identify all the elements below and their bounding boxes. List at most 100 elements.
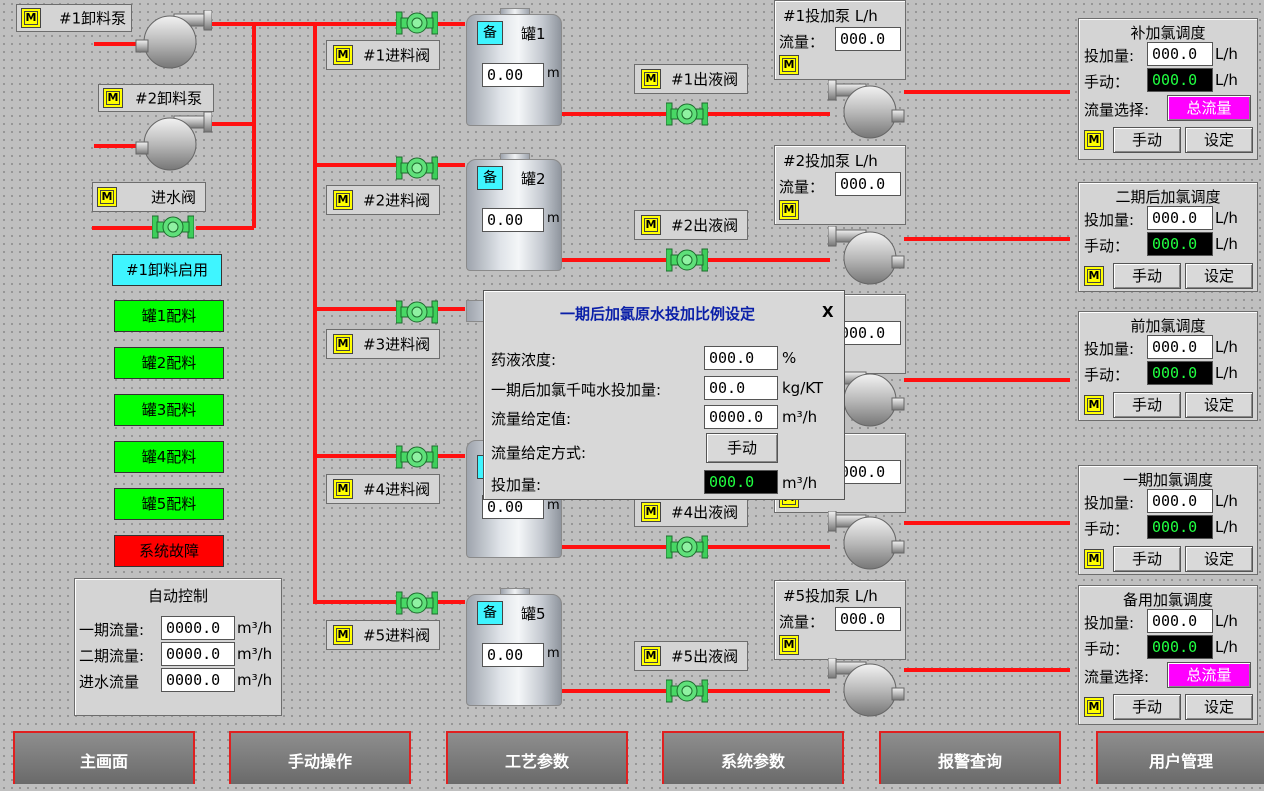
flow-select-button[interactable]: 总流量 [1167,95,1251,121]
manual-mode-indicator[interactable]: M [641,502,661,522]
tank-standby-badge[interactable]: 备 [477,166,503,190]
tank-name: 罐2 [521,170,546,188]
dose-field[interactable]: 000.0 [1147,42,1213,66]
manual-mode-indicator[interactable]: M [333,190,353,210]
dose-pump-title: #5投加泵 L/h [783,587,878,605]
manual-mode-indicator[interactable]: M [641,646,661,666]
phase2-flow-field[interactable]: 0000.0 [161,642,235,666]
manual-mode-indicator[interactable]: M [1084,549,1104,569]
tank-standby-badge[interactable]: 备 [477,21,503,45]
manual-mode-indicator[interactable]: M [333,625,353,645]
manual-mode-indicator[interactable]: M [21,8,41,28]
dose-pump-1-icon[interactable] [828,80,906,140]
dose-field[interactable]: 000.0 [1147,206,1213,230]
dose-label: 投加量: [1084,211,1135,229]
tank-level-field: 0.00 [482,63,544,87]
inlet-valve-1-icon[interactable] [396,10,438,36]
manual-mode-indicator[interactable]: M [641,69,661,89]
dose-label: 投加量: [1084,614,1135,632]
manual-button[interactable]: 手动 [1113,127,1181,153]
nav-system-parameters[interactable]: 系统参数 [662,731,844,784]
dose-pump-2-panel: #2投加泵 L/h 流量： 000.0 M [774,145,906,225]
dose-pump-5-icon[interactable] [828,658,906,718]
outlet-valve-4-icon[interactable] [666,534,708,560]
outlet-valve-2-label: M #2出液阀 [634,210,748,240]
flow-select-button[interactable]: 总流量 [1167,662,1251,688]
outlet-valve-5-icon[interactable] [666,678,708,704]
tank2-batch-button[interactable]: 罐2配料 [114,347,224,379]
set-button[interactable]: 设定 [1185,127,1253,153]
set-button[interactable]: 设定 [1185,694,1253,720]
manual-mode-indicator[interactable]: M [779,200,799,220]
inlet-flow-field[interactable]: 0000.0 [161,668,235,692]
dose-field[interactable]: 000.0 [1147,609,1213,633]
dose-pump-1-panel: #1投加泵 L/h 流量： 000.0 M [774,0,906,80]
tank3-batch-button[interactable]: 罐3配料 [114,394,224,426]
tank-level-unit: m [547,211,560,226]
manual-mode-indicator[interactable]: M [779,55,799,75]
tank-standby-badge[interactable]: 备 [477,601,503,625]
outlet-valve-text: #1出液阀 [671,70,739,89]
manual-mode-indicator[interactable]: M [333,45,353,65]
manual-mode-indicator[interactable]: M [333,334,353,354]
manual-mode-indicator[interactable]: M [333,479,353,499]
set-button[interactable]: 设定 [1185,546,1253,572]
outlet-valve-2-icon[interactable] [666,247,708,273]
flow-setpoint-unit: m³/h [782,408,818,426]
unit-label: L/h [1215,612,1238,630]
manual-mode-indicator[interactable]: M [1084,130,1104,150]
outlet-valve-1-icon[interactable] [666,101,708,127]
per-kt-dose-field[interactable]: 00.0 [704,376,778,400]
manual-mode-indicator[interactable]: M [103,88,123,108]
concentration-field[interactable]: 000.0 [704,346,778,370]
set-button[interactable]: 设定 [1185,263,1253,289]
manual-mode-indicator[interactable]: M [779,635,799,655]
nav-user-management[interactable]: 用户管理 [1096,731,1264,784]
manual-mode-indicator[interactable]: M [97,187,117,207]
nav-process-parameters[interactable]: 工艺参数 [446,731,628,784]
unload-pump1-icon[interactable] [134,10,212,70]
inlet-valve-5-icon[interactable] [396,590,438,616]
tank-level-unit: m [547,646,560,661]
manual-value: 000.0 [1147,68,1213,92]
flow-mode-button[interactable]: 手动 [706,433,778,463]
nav-manual-operation[interactable]: 手动操作 [229,731,411,784]
unload-pump2-icon[interactable] [134,112,212,172]
dialog-close-button[interactable]: X [822,303,834,321]
unit-label: L/h [1215,364,1238,382]
inlet-valve-2-icon[interactable] [396,155,438,181]
dose-field[interactable]: 000.0 [1147,335,1213,359]
tank4-batch-button[interactable]: 罐4配料 [114,441,224,473]
outlet-valve-5-label: M #5出液阀 [634,641,748,671]
manual-mode-indicator[interactable]: M [641,215,661,235]
nav-alarm-query[interactable]: 报警查询 [879,731,1061,784]
dose-field[interactable]: 000.0 [1147,489,1213,513]
set-button[interactable]: 设定 [1185,392,1253,418]
manual-button[interactable]: 手动 [1113,694,1181,720]
dose-pump-5-panel: #5投加泵 L/h 流量： 000.0 M [774,580,906,660]
nav-main-screen[interactable]: 主画面 [13,731,195,784]
inlet-valve-3-icon[interactable] [396,299,438,325]
flow-setpoint-field[interactable]: 0000.0 [704,405,778,429]
dose-pump-2-icon[interactable] [828,226,906,286]
dose-label: 投加量: [491,476,542,494]
manual-button[interactable]: 手动 [1113,263,1181,289]
dose-pump-flow-field: 000.0 [835,460,901,484]
unit-label: m³/h [237,619,273,637]
unload-enable-button[interactable]: #1卸料启用 [112,254,222,286]
manual-button[interactable]: 手动 [1113,546,1181,572]
tank5-batch-button[interactable]: 罐5配料 [114,488,224,520]
system-fault-button[interactable]: 系统故障 [114,535,224,567]
phase1-flow-field[interactable]: 0000.0 [161,616,235,640]
tank1-batch-button[interactable]: 罐1配料 [114,300,224,332]
manual-button[interactable]: 手动 [1113,392,1181,418]
dose-pump-4-icon[interactable] [828,511,906,571]
water-valve-icon[interactable] [152,214,194,240]
manual-mode-indicator[interactable]: M [1084,266,1104,286]
inlet-valve-text: #4进料阀 [363,480,431,499]
manual-mode-indicator[interactable]: M [1084,697,1104,717]
inlet-valve-text: #5进料阀 [363,626,431,645]
manual-mode-indicator[interactable]: M [1084,395,1104,415]
inlet-valve-4-icon[interactable] [396,444,438,470]
